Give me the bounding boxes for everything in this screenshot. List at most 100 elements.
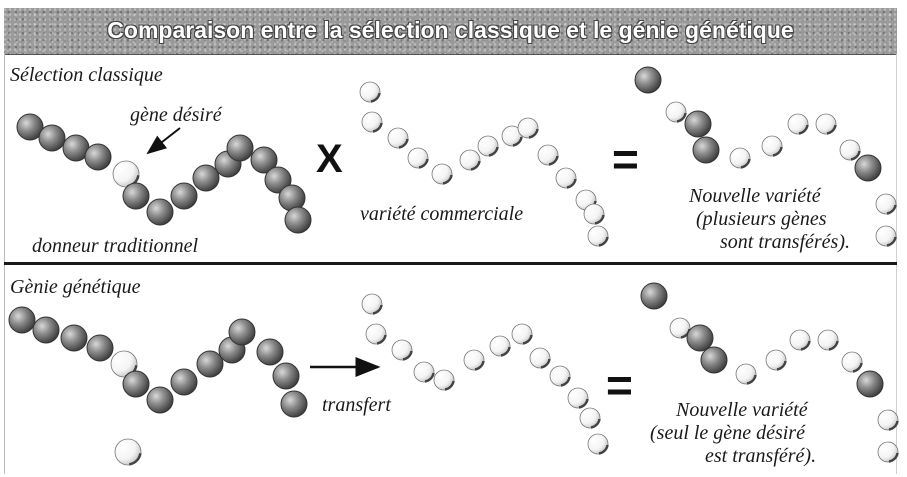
commercial-bead-bottom-12-shade [598,444,609,455]
result-bead-bottom-10-shade [888,420,899,431]
result-bead-top-5-shade [772,146,783,157]
donor-bead-bottom-14 [114,438,142,466]
commercial-bead-top-0-shade [370,92,381,103]
result-bead-top-3 [692,136,720,164]
result-bead-top-0 [634,66,662,94]
result-bead-top-6-shade [798,124,809,135]
panel-divider [4,262,897,265]
commercial-bead-bottom-10-shade [578,398,589,409]
result-bead-top-1-shade [676,112,687,123]
commercial-bead-top-6-shade [488,146,499,157]
donor-bead-top-6 [146,198,174,226]
bead-chains [8,66,899,466]
donor-bead-top-7 [170,182,198,210]
bottom-result-line2: (seul le gène désiré [650,422,805,444]
donor-bead-bottom-8 [196,350,224,378]
commercial-bead-bottom-11 [579,407,601,429]
commercial-bead-bottom-7 [511,323,533,345]
top-panel-heading: Sélection classique [10,64,163,86]
donor-bead-top-0 [16,113,44,141]
commercial-bead-top-12 [583,203,605,225]
result-bead-bottom-11 [877,441,899,463]
gene-pointer-arrow [146,127,181,155]
donor-bead-top-8 [192,164,220,192]
commercial-bead-bottom-5 [463,349,485,371]
result-bead-bottom-9 [856,370,884,398]
donor-bead-bottom-0 [8,306,36,334]
bottom-result-line3: est transféré). [705,445,817,467]
result-bead-top-7 [815,113,837,135]
donor-bead-top-12 [264,166,292,194]
result-bead-top-6 [787,113,809,135]
commercial-bead-bottom-7-shade [522,334,533,345]
result-bead-top-9 [854,154,882,182]
commercial-bead-bottom-8 [529,347,551,369]
commercial-bead-bottom-0-shade [372,304,383,315]
result-bead-bottom-5-shade [776,360,787,371]
commercial-bead-bottom-2 [391,339,413,361]
donor-bead-bottom-5 [122,370,150,398]
commercial-variety-label: variété commerciale [360,203,524,225]
result-bead-bottom-1 [669,317,691,339]
donor-bead-top-5 [122,182,150,210]
commercial-bead-bottom-12 [587,433,609,455]
commercial-bead-bottom-4-shade [444,380,455,391]
bottom-equals-symbol: = [606,359,633,411]
title-bar: Comparaison entre la sélection classique… [4,8,897,55]
commercial-bead-top-4 [431,163,453,185]
result-bead-top-10-shade [886,204,897,215]
donor-bead-top-14 [284,206,312,234]
result-bead-top-10 [875,193,897,215]
top-result-line3: sont transférés). [720,231,850,253]
result-bead-top-11 [875,225,897,247]
result-bead-top-8-shade [850,150,861,161]
donor-bead-top-3 [84,143,112,171]
result-bead-top-2 [684,110,712,138]
donor-bead-bottom-3 [86,334,114,362]
donor-bead-top-10 [226,134,254,162]
result-bead-bottom-2 [686,324,714,352]
commercial-bead-bottom-2-shade [402,350,413,361]
commercial-bead-bottom-1 [365,323,387,345]
commercial-bead-top-2-shade [398,138,409,149]
donor-bead-top-1 [38,124,66,152]
donor-bead-bottom-4 [110,350,138,378]
donor-bead-top-11 [250,146,278,174]
result-bead-top-7-shade [826,124,837,135]
top-equals-symbol: = [612,133,639,185]
commercial-bead-top-13 [587,225,609,247]
diagram-title: Comparaison entre la sélection classique… [107,17,794,43]
donor-bead-bottom-12 [272,362,300,390]
top-result-line1: Nouvelle variété [689,185,821,207]
commercial-bead-bottom-8-shade [540,358,551,369]
commercial-bead-top-9-shade [548,155,559,166]
commercial-bead-bottom-5-shade [474,360,485,371]
result-bead-bottom-11-shade [888,452,899,463]
commercial-bead-top-5 [459,149,481,171]
commercial-bead-bottom-6-shade [500,346,511,357]
commercial-bead-top-0 [359,81,381,103]
commercial-bead-top-8-shade [528,128,539,139]
result-bead-bottom-0 [640,282,668,310]
commercial-bead-top-10 [555,167,577,189]
commercial-bead-bottom-3-shade [424,372,435,383]
cross-symbol: X [316,137,343,181]
result-bead-bottom-8-shade [852,362,863,373]
top-result-line2: (plusieurs gènes [696,208,827,230]
result-bead-bottom-3 [700,346,728,374]
result-bead-bottom-4 [735,363,757,385]
commercial-bead-top-10-shade [566,178,577,189]
commercial-bead-top-3-shade [418,158,429,169]
result-bead-bottom-5 [765,349,787,371]
result-bead-bottom-7-shade [828,340,839,351]
result-bead-top-8 [839,139,861,161]
commercial-bead-top-2 [387,127,409,149]
result-bead-bottom-6 [789,329,811,351]
result-bead-top-5 [761,135,783,157]
commercial-bead-top-3 [407,147,429,169]
donor-label: donneur traditionnel [32,235,199,257]
commercial-bead-bottom-4 [433,369,455,391]
donor-bead-bottom-11 [256,338,284,366]
